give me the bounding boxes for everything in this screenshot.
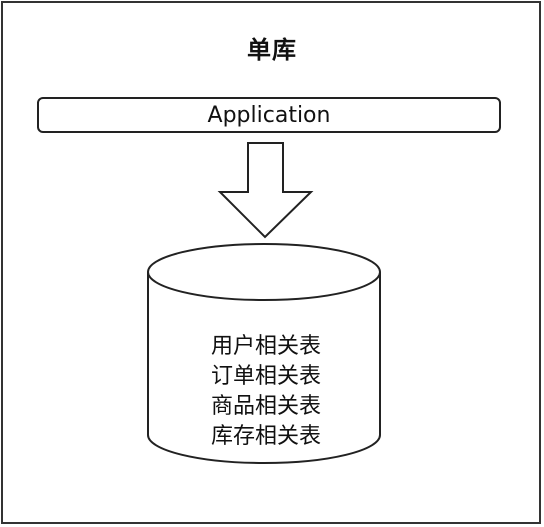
table-item-inventory: 库存相关表	[210, 424, 321, 449]
database-cylinder-top	[147, 243, 381, 301]
table-item-order: 订单相关表	[210, 364, 321, 389]
database-table-list: 用户相关表 订单相关表 商品相关表 库存相关表	[150, 332, 382, 452]
down-arrow-icon	[217, 142, 314, 239]
database-cylinder-body	[147, 272, 381, 464]
application-label: Application	[207, 102, 331, 128]
table-item-user: 用户相关表	[210, 334, 321, 359]
table-item-product: 商品相关表	[210, 394, 321, 419]
diagram-title: 单库	[247, 36, 297, 64]
application-box: Application	[37, 97, 501, 133]
